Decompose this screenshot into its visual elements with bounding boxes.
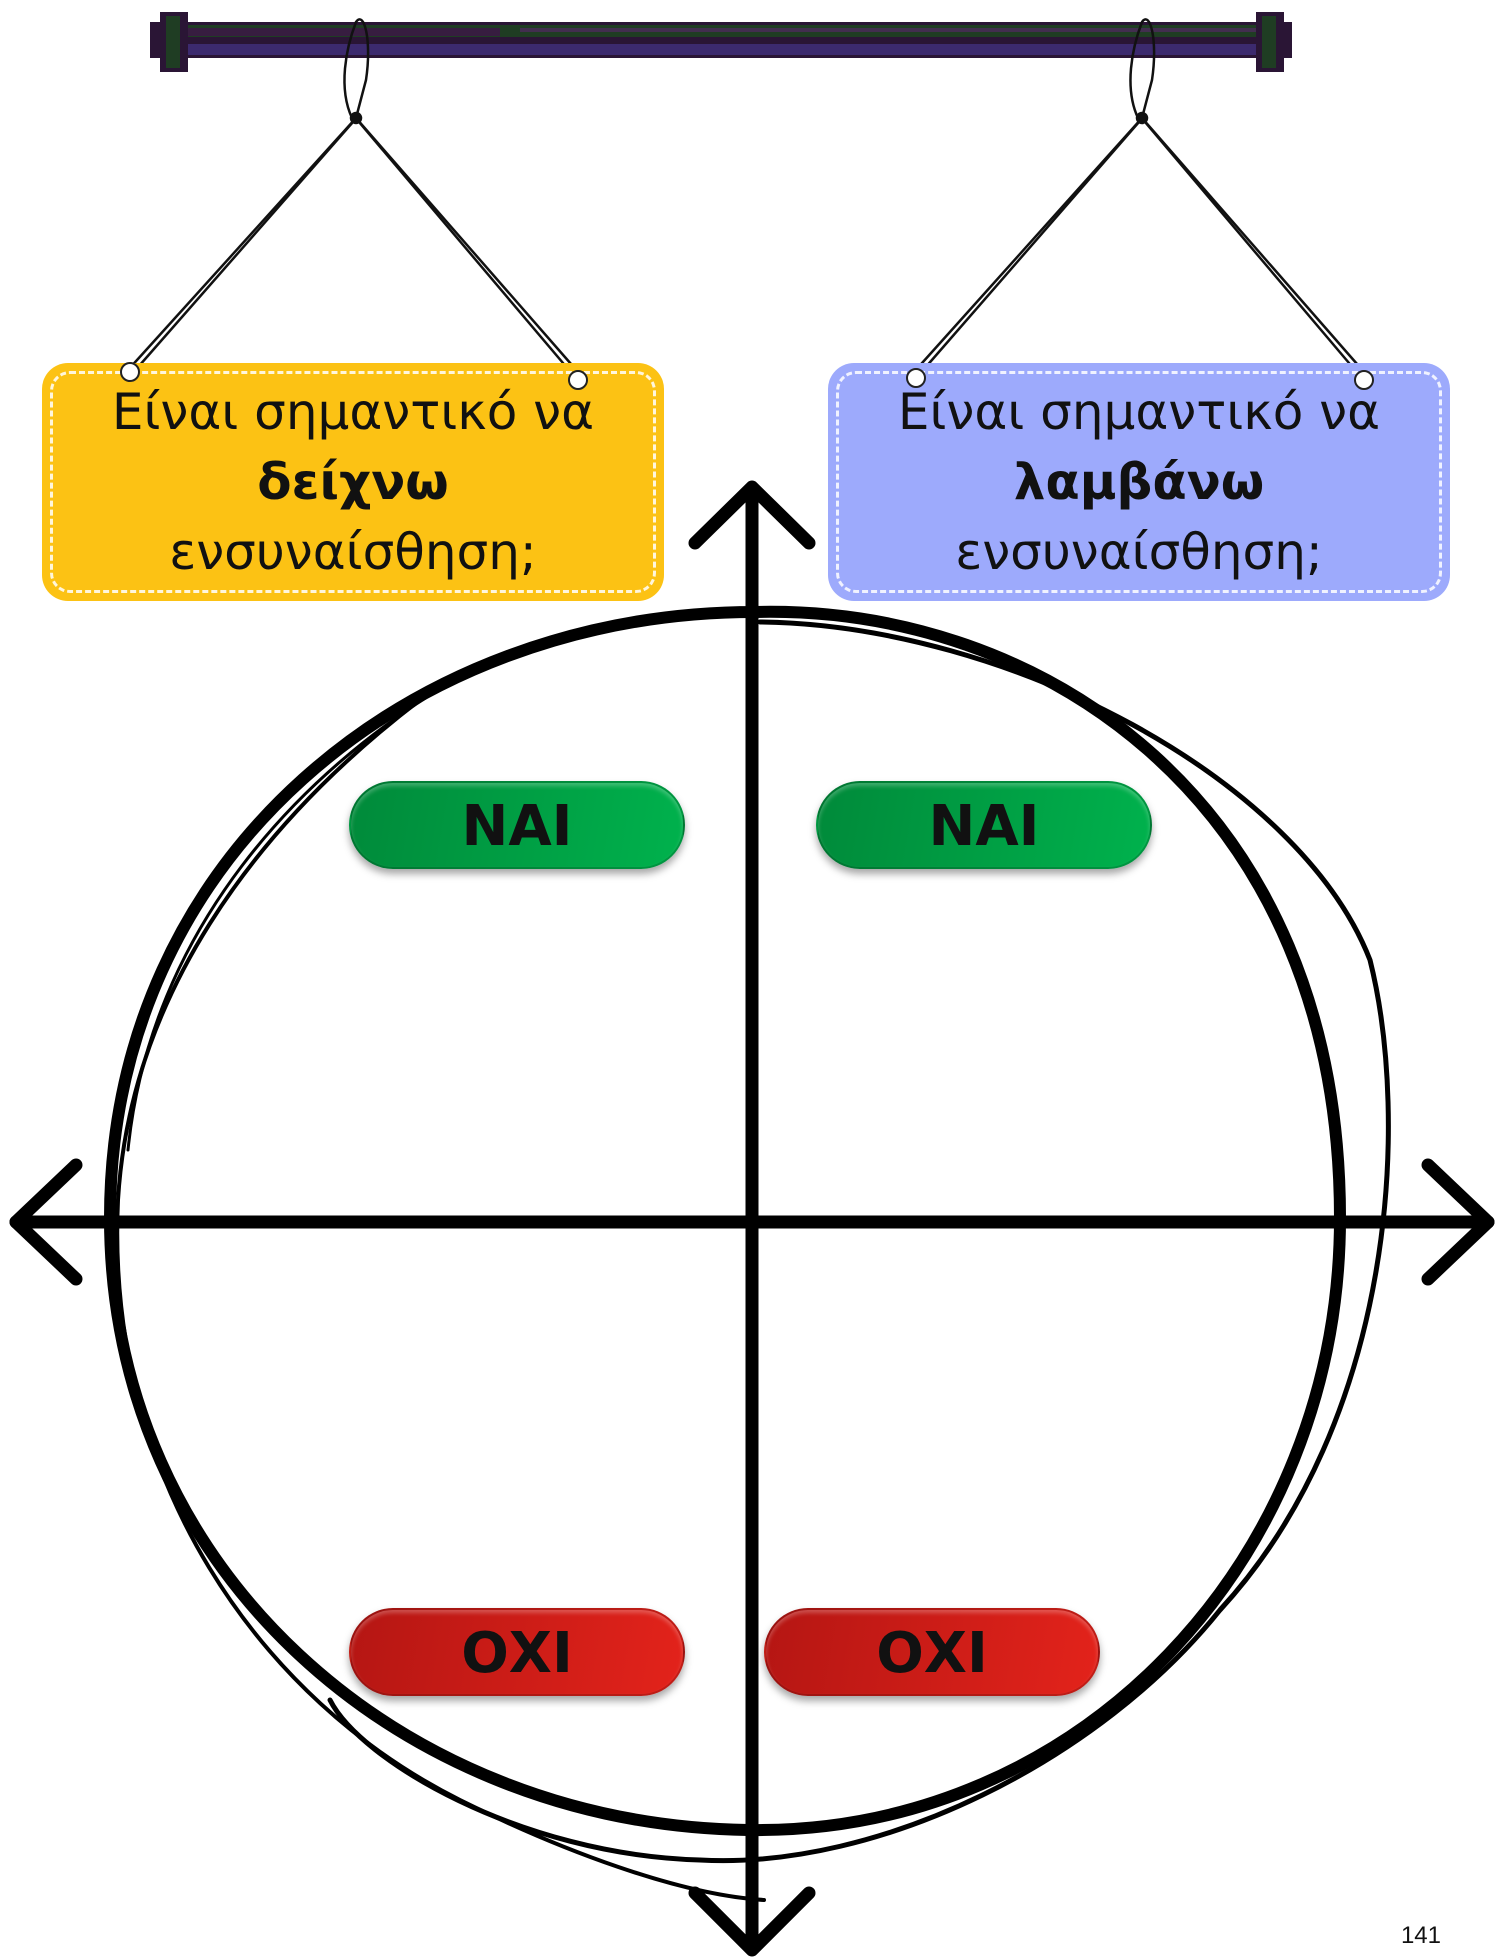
sign-left-emphasis: δείχνω [257, 453, 449, 511]
sign-receive-empathy: Είναι σημαντικό να λαμβάνω ενσυναίσθηση; [828, 363, 1450, 601]
hanging-rod [150, 12, 1292, 72]
hanging-strings-right [913, 18, 1365, 377]
axes [9, 480, 1495, 1957]
sign-right-line1: Είναι σημαντικό να [897, 383, 1381, 441]
no-badge-left: ΟΧΙ [349, 1608, 685, 1696]
sign-right-emphasis: λαμβάνω [1013, 453, 1265, 511]
sign-left-line3: ενσυναίσθηση; [169, 523, 537, 581]
hanging-strings-left [127, 18, 579, 377]
arrow-down-icon [688, 1886, 816, 1957]
sign-right-line3: ενσυναίσθηση; [955, 523, 1323, 581]
arrow-up-icon [688, 480, 816, 550]
no-badge-right: ΟΧΙ [764, 1608, 1100, 1696]
sign-left-line1: Είναι σημαντικό να [111, 383, 595, 441]
arrow-left-icon [9, 1158, 83, 1286]
page-number: 141 [1400, 1922, 1441, 1949]
sign-show-empathy: Είναι σημαντικό να δείχνω ενσυναίσθηση; [42, 363, 664, 601]
yes-badge-left: ΝΑΙ [349, 781, 685, 869]
yes-badge-right: ΝΑΙ [816, 781, 1152, 869]
arrow-right-icon [1421, 1158, 1495, 1286]
